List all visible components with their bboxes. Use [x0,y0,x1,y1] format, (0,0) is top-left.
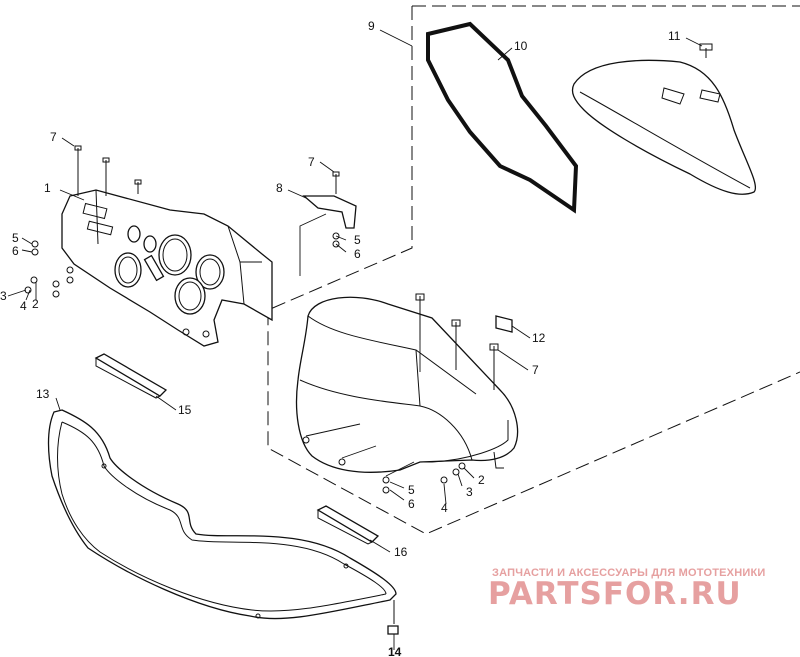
callout-5: 5 [12,231,19,245]
callout-7: 7 [308,155,315,169]
floor-panel [47,409,397,620]
small-bracket [299,171,357,276]
callout-5: 5 [354,233,361,247]
callout-16: 16 [394,545,408,559]
watermark: ЗАПЧАСТИ И АКСЕССУАРЫ ДЛЯ МОТОТЕХНИКИ PA… [488,567,765,612]
callout-12: 12 [532,331,546,345]
callout-8: 8 [276,181,283,195]
watermark-brand: PARTSFOR.RU [488,576,742,612]
callout-6: 6 [408,497,415,511]
callout-13: 13 [36,387,50,401]
seal-strip-16 [316,505,380,545]
callout-4: 4 [20,299,27,313]
callout-labels: 1 2 2 3 3 4 4 5 5 5 6 6 6 7 7 7 8 9 10 1… [0,19,681,657]
callout-11: 11 [668,29,681,43]
callout-4: 4 [441,501,448,515]
screw-14 [387,600,399,635]
windshield-pane [426,21,579,214]
cover-panel [571,43,756,195]
upper-housing [295,293,519,494]
leader-lines [7,29,703,650]
callout-2: 2 [478,473,485,487]
callout-14: 14 [388,645,402,657]
callout-6: 6 [354,247,361,261]
dashboard-panel [61,189,273,347]
callout-7: 7 [50,130,57,144]
callout-7: 7 [532,363,539,377]
callout-3: 3 [0,289,7,303]
callout-10: 10 [514,39,528,53]
callout-1: 1 [44,181,51,195]
callout-9: 9 [368,19,375,33]
callout-3: 3 [466,485,473,499]
callout-6: 6 [12,244,19,258]
assembly-boundary [267,5,800,535]
callout-2: 2 [32,297,39,311]
callout-15: 15 [178,403,192,417]
callout-5: 5 [408,483,415,497]
watermark-tagline: ЗАПЧАСТИ И АКСЕССУАРЫ ДЛЯ МОТОТЕХНИКИ [492,567,765,579]
seal-strip-15 [94,353,168,399]
